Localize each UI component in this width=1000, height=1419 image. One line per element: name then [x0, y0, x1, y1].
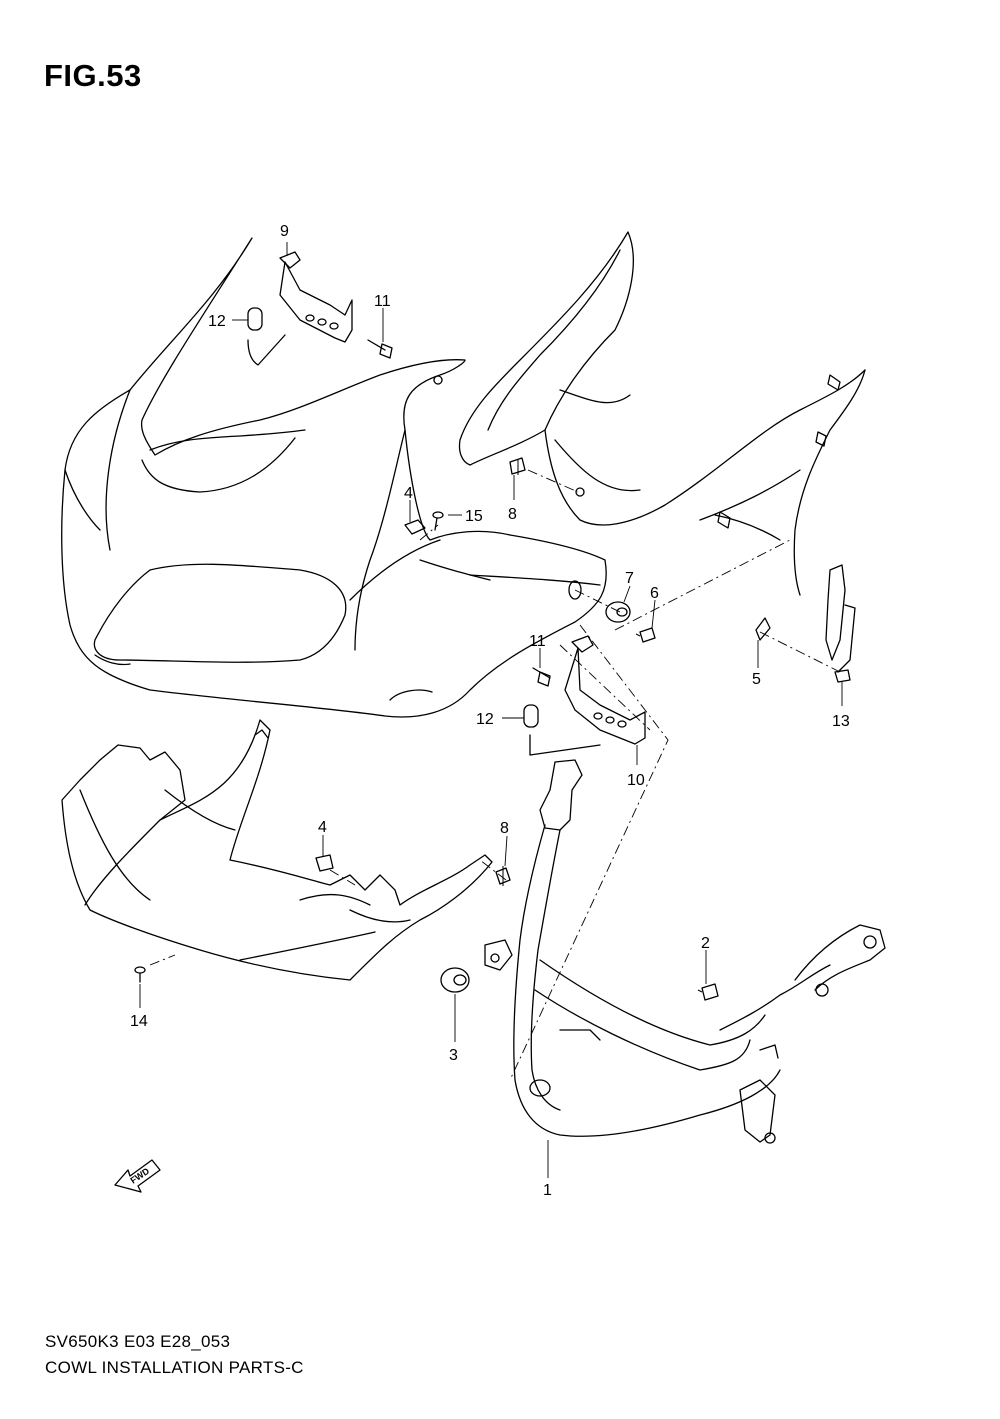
- callout-4-lower: 4: [318, 819, 327, 836]
- callout-8-upper: 8: [508, 506, 517, 523]
- upper-cowl: [61, 237, 607, 718]
- clip-8-lower: [495, 866, 511, 886]
- callout-11-upper: 11: [374, 293, 391, 310]
- grommet-12-upper: [247, 307, 263, 331]
- callout-9: 9: [280, 223, 289, 240]
- callout-15: 15: [465, 508, 483, 525]
- bolt-6: [635, 627, 656, 643]
- grommet-7: [605, 601, 631, 623]
- bolt-11-upper: [367, 339, 393, 359]
- callout-8-lower: 8: [500, 820, 509, 837]
- cowl-brace-1: [484, 759, 886, 1144]
- screw-15: [432, 511, 444, 531]
- clip-8-upper: [509, 457, 526, 475]
- callout-13: 13: [832, 713, 850, 730]
- lower-cowl: [61, 719, 493, 981]
- footer-section-name: COWL INSTALLATION PARTS-C: [45, 1358, 304, 1377]
- grommet-12-lower: [523, 704, 539, 728]
- bracket-9: [247, 251, 353, 366]
- screw-14: [134, 966, 146, 983]
- forward-arrow-icon: FWD: [114, 1159, 161, 1193]
- bolt-13: [834, 669, 851, 683]
- callout-10: 10: [627, 772, 645, 789]
- footer-model-code: SV650K3 E03 E28_053: [45, 1332, 231, 1351]
- bolt-2: [697, 983, 719, 1001]
- bolt-11-lower: [532, 667, 551, 687]
- callout-numbers: 9 11 12 4 15 8 7 6 11 12 10 5 13 4 8 2 1…: [130, 223, 850, 1199]
- callout-11-lower: 11: [529, 633, 546, 650]
- callout-12-lower: 12: [476, 711, 494, 728]
- callout-6: 6: [650, 585, 659, 602]
- callout-1: 1: [543, 1182, 552, 1199]
- callout-5: 5: [752, 671, 761, 688]
- callout-7: 7: [625, 570, 634, 587]
- figure-title: FIG.53: [44, 58, 142, 93]
- nut-5: [755, 617, 771, 641]
- clip-nut-4-lower: [315, 854, 334, 872]
- inner-cowl-panel: [458, 231, 866, 596]
- callout-14: 14: [130, 1013, 148, 1030]
- bracket-10: [529, 635, 646, 756]
- callout-12-upper: 12: [208, 313, 226, 330]
- callout-3: 3: [449, 1047, 458, 1064]
- fwd-label: FWD: [129, 1166, 152, 1186]
- grommet-3: [440, 967, 470, 993]
- callout-4-upper: 4: [404, 485, 413, 502]
- leader-lines: [139, 242, 843, 1178]
- side-bracket: [825, 564, 856, 673]
- clip-nut-4-upper: [404, 519, 426, 535]
- assembly-lines: [149, 469, 841, 1081]
- callout-2: 2: [701, 935, 710, 952]
